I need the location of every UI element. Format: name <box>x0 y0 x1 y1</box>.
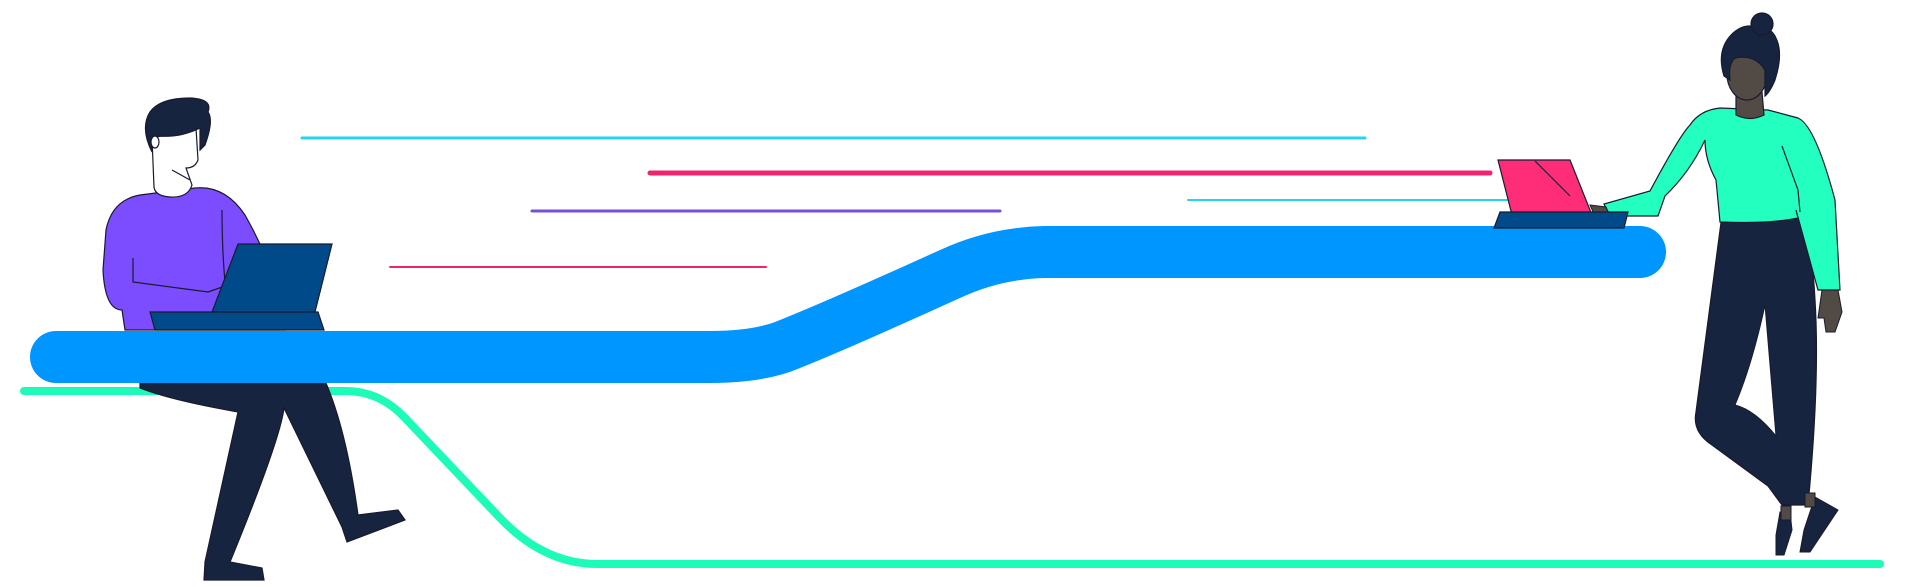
right-person-ankle-right <box>1804 492 1816 508</box>
right-person-leg-gap <box>1734 304 1777 438</box>
right-person-ankle-left <box>1780 505 1792 521</box>
left-person-ear <box>150 135 160 149</box>
conveyor-belt <box>30 226 1666 383</box>
left-laptop-base <box>149 311 325 331</box>
right-laptop-screen <box>1497 159 1593 216</box>
right-person-hair <box>1720 25 1781 98</box>
left-person-face <box>151 127 199 198</box>
left-person-arm <box>132 258 229 293</box>
right-laptop-screen-glare <box>1534 160 1571 197</box>
right-person-shoe-right <box>1799 496 1839 553</box>
left-person-hair <box>144 97 211 153</box>
right-laptop-base <box>1493 211 1629 229</box>
right-person-with-laptop-icon <box>1493 12 1843 556</box>
right-person-hair-bun <box>1750 12 1774 36</box>
left-person-mouth <box>171 169 191 181</box>
right-person-shirt <box>1603 107 1841 291</box>
left-person-with-laptop-icon <box>102 97 406 581</box>
right-laptop-icon <box>1493 159 1629 229</box>
right-person-hand <box>1817 289 1843 333</box>
right-person-sleeve-seam <box>1781 145 1801 213</box>
left-laptop-icon <box>149 243 333 331</box>
left-person-legs <box>139 369 406 581</box>
ground-line <box>20 387 1884 569</box>
